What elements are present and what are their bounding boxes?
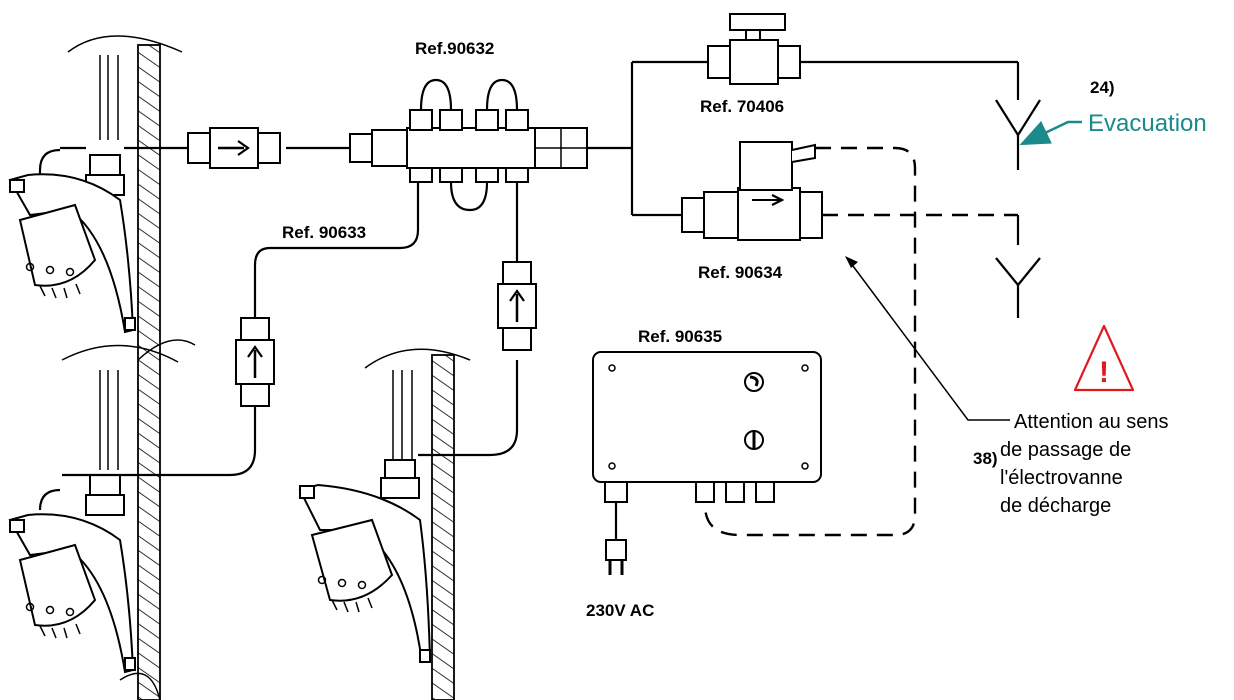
- solenoid-valve-label: Ref. 90634: [698, 263, 783, 282]
- drain-bottom: [995, 257, 1041, 318]
- wall-left: [61, 35, 196, 700]
- control-cable: [703, 146, 1020, 537]
- manifold-label: Ref.90632: [415, 39, 494, 58]
- drain-top: [995, 99, 1041, 170]
- wall-middle: [364, 348, 471, 700]
- warning-note-line-3: l'électrovanne: [1000, 467, 1123, 489]
- warning-triangle: [1073, 324, 1135, 392]
- evacuation-label: Evacuation: [1088, 110, 1207, 137]
- pipe-network: [60, 60, 1020, 477]
- hose-label: Ref. 90633: [282, 223, 366, 242]
- shower-head-bottom-left: [8, 474, 136, 674]
- warning-symbol: !: [1099, 356, 1109, 389]
- shower-head-bottom-middle: [298, 459, 432, 664]
- shower-head-top: [8, 148, 136, 334]
- power-label: 230V AC: [586, 601, 654, 620]
- callout-24: 24): [1090, 78, 1115, 97]
- evacuation-arrow: [1019, 120, 1082, 146]
- ball-valve-label: Ref. 70406: [700, 97, 784, 116]
- check-valve-top: [187, 127, 281, 169]
- warning-note-line-2: de passage de: [1000, 439, 1131, 461]
- manifold: [349, 78, 588, 212]
- callout-38: 38): [973, 449, 998, 468]
- warning-note-line-4: de décharge: [1000, 495, 1111, 517]
- check-valve-left: [235, 317, 275, 407]
- control-box: [592, 351, 822, 575]
- ball-valve: [707, 13, 801, 85]
- warning-note-line-1: Attention au sens: [1014, 411, 1169, 433]
- check-valve-middle: [497, 261, 537, 351]
- control-box-label: Ref. 90635: [638, 327, 722, 346]
- note-leader-arrowhead: [845, 256, 858, 268]
- note-leader-line: [849, 261, 1010, 421]
- solenoid-valve: [681, 141, 823, 241]
